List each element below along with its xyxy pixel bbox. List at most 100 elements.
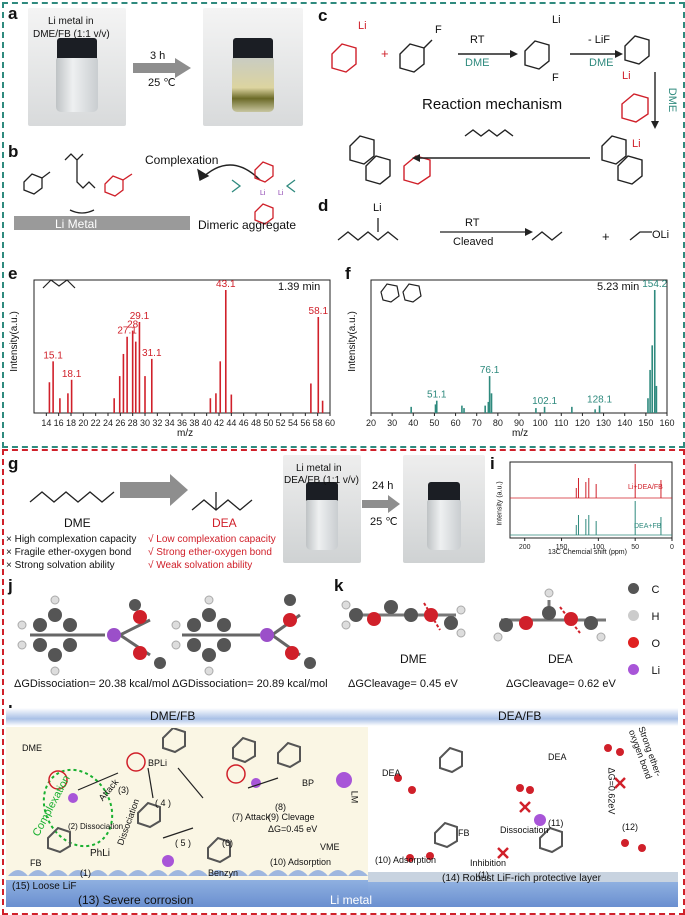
d-cleaved: Cleaved	[453, 236, 494, 248]
x-tick-label: 120	[575, 418, 590, 428]
vme-structure-icon	[42, 279, 76, 289]
con-item: × Fragile ether-oxygen bond	[6, 547, 132, 558]
r-step1: (1)	[478, 870, 489, 880]
x-tick-label: 36	[177, 418, 187, 428]
x-tick-label: 20	[366, 418, 376, 428]
r-step12: (12)	[622, 822, 639, 832]
x-tick-label: 60	[325, 418, 335, 428]
r-dea2: DEA	[548, 752, 567, 762]
g-dme: DME	[64, 516, 91, 530]
molecular-models-k	[341, 588, 606, 642]
lithium-icon	[628, 664, 639, 676]
r-step11: (11)	[548, 818, 564, 828]
x-tick-label: 22	[91, 418, 101, 428]
phenyllithium-li: Li	[622, 70, 631, 82]
x-tick-label: 52	[276, 418, 286, 428]
vial-cap	[233, 37, 273, 59]
x-tick-label: 56	[300, 418, 310, 428]
x-tick-label: 40	[408, 418, 418, 428]
dimeric-aggregate-label: Dimeric aggregate	[198, 218, 297, 232]
j-dg1: ΔGDissociation= 20.38 kcal/mol	[14, 678, 170, 690]
l-right-molecules	[394, 744, 646, 862]
x-tick-label: 90	[514, 418, 524, 428]
x-tick-label: 130	[596, 418, 611, 428]
x-tick-label: 38	[189, 418, 199, 428]
l-step9: (9) Clevage	[268, 812, 315, 822]
reaction-temp: 25 ℃	[148, 77, 176, 89]
pro-item: √ Weak solvation ability	[148, 560, 253, 571]
panel-label-b: b	[8, 142, 19, 161]
x-tick-label: 14	[41, 418, 51, 428]
process-arrow-h	[362, 495, 400, 513]
k-dg1: ΔGCleavage= 0.45 eV	[348, 678, 458, 690]
l-vme: VME	[320, 842, 340, 852]
bottom-panel-frame	[2, 449, 685, 915]
l-benzyn: Benzyn	[208, 868, 239, 878]
l-step7: (7) Attack	[232, 812, 271, 822]
peak-label: 51.1	[427, 390, 447, 401]
vial-label-line2: DME/FB (1:1 v/v)	[33, 29, 110, 40]
l-left-pane	[6, 727, 368, 907]
l-lm: LM	[349, 790, 360, 804]
l-fb: FB	[30, 858, 42, 868]
x-tick-label: 34	[165, 418, 175, 428]
pro-item: √ Low complexation capacity	[148, 534, 276, 545]
dea-pros-list: √ Low complexation capacity √ Strong eth…	[148, 533, 276, 572]
r-dg062: ΔG=0.62eV	[606, 767, 617, 815]
biphenyl-ring-icon	[402, 283, 422, 303]
step2-dme: DME	[589, 57, 614, 69]
fluorobenzene-f: F	[435, 24, 442, 36]
plot-frame	[509, 461, 673, 539]
top-panel-frame	[2, 2, 685, 448]
l-left-molecules	[8, 728, 368, 876]
k-dme: DME	[400, 652, 427, 666]
legend-h: H	[628, 607, 678, 634]
d-rt: RT	[465, 217, 480, 229]
peak-label: 102.1	[532, 396, 557, 407]
k-dg2: ΔGCleavage= 0.62 eV	[506, 678, 616, 690]
x-tick-label: 24	[103, 418, 113, 428]
r-inhibition: Inhibition	[470, 858, 507, 868]
peak-label: 31.1	[142, 348, 162, 359]
vial-glass	[305, 500, 339, 551]
x-tick-label: 54	[288, 418, 298, 428]
r-robust-layer: (14) Robust LiF-rich protective layer	[442, 873, 601, 884]
x-tick-label: 0	[670, 544, 674, 551]
vial-cap	[427, 482, 461, 502]
intermediate-f: F	[552, 72, 559, 84]
x-tick-label: 16	[54, 418, 64, 428]
panel-label-i: i	[490, 454, 495, 473]
d-plus: +	[602, 229, 610, 244]
l-severe-corrosion: (13) Severe corrosion	[78, 893, 194, 907]
x-tick-label: 44	[226, 418, 236, 428]
x-tick-label: 80	[493, 418, 503, 428]
vial-cap	[306, 482, 338, 502]
step1-dme: DME	[465, 57, 490, 69]
reaction-time: 3 h	[150, 50, 166, 62]
x-tick-label: 70	[472, 418, 482, 428]
vial-photo-dea-after	[403, 455, 485, 563]
l-header-bar	[6, 708, 678, 726]
l-step5: ( 5 )	[175, 838, 192, 848]
l-right-metal	[368, 882, 678, 907]
h-time: 24 h	[372, 480, 394, 492]
carbon-icon	[628, 583, 639, 595]
l-left-title: DME/FB	[150, 709, 196, 723]
x-tick-label: 46	[239, 418, 249, 428]
x-tick-label: 50	[429, 418, 439, 428]
complexation-label: Complexation	[145, 153, 219, 167]
vial-cap	[57, 37, 97, 59]
x-tick-label: 100	[533, 418, 548, 428]
intermediate-li: Li	[552, 14, 561, 26]
e-time: 1.39 min	[278, 281, 321, 293]
x-tick-label: 40	[202, 418, 212, 428]
l-dg045: ΔG=0.45 eV	[268, 824, 318, 834]
legend-c-label: C	[651, 584, 660, 596]
x-tick-label: 100	[593, 544, 605, 551]
peak-label: 15.1	[43, 350, 63, 361]
l-step3: (3)	[118, 785, 129, 795]
peak-label: 128.1	[587, 395, 612, 406]
e-xlabel: m/z	[177, 428, 194, 439]
oxygen-icon	[628, 637, 639, 649]
l-step6: (6)	[222, 838, 233, 848]
